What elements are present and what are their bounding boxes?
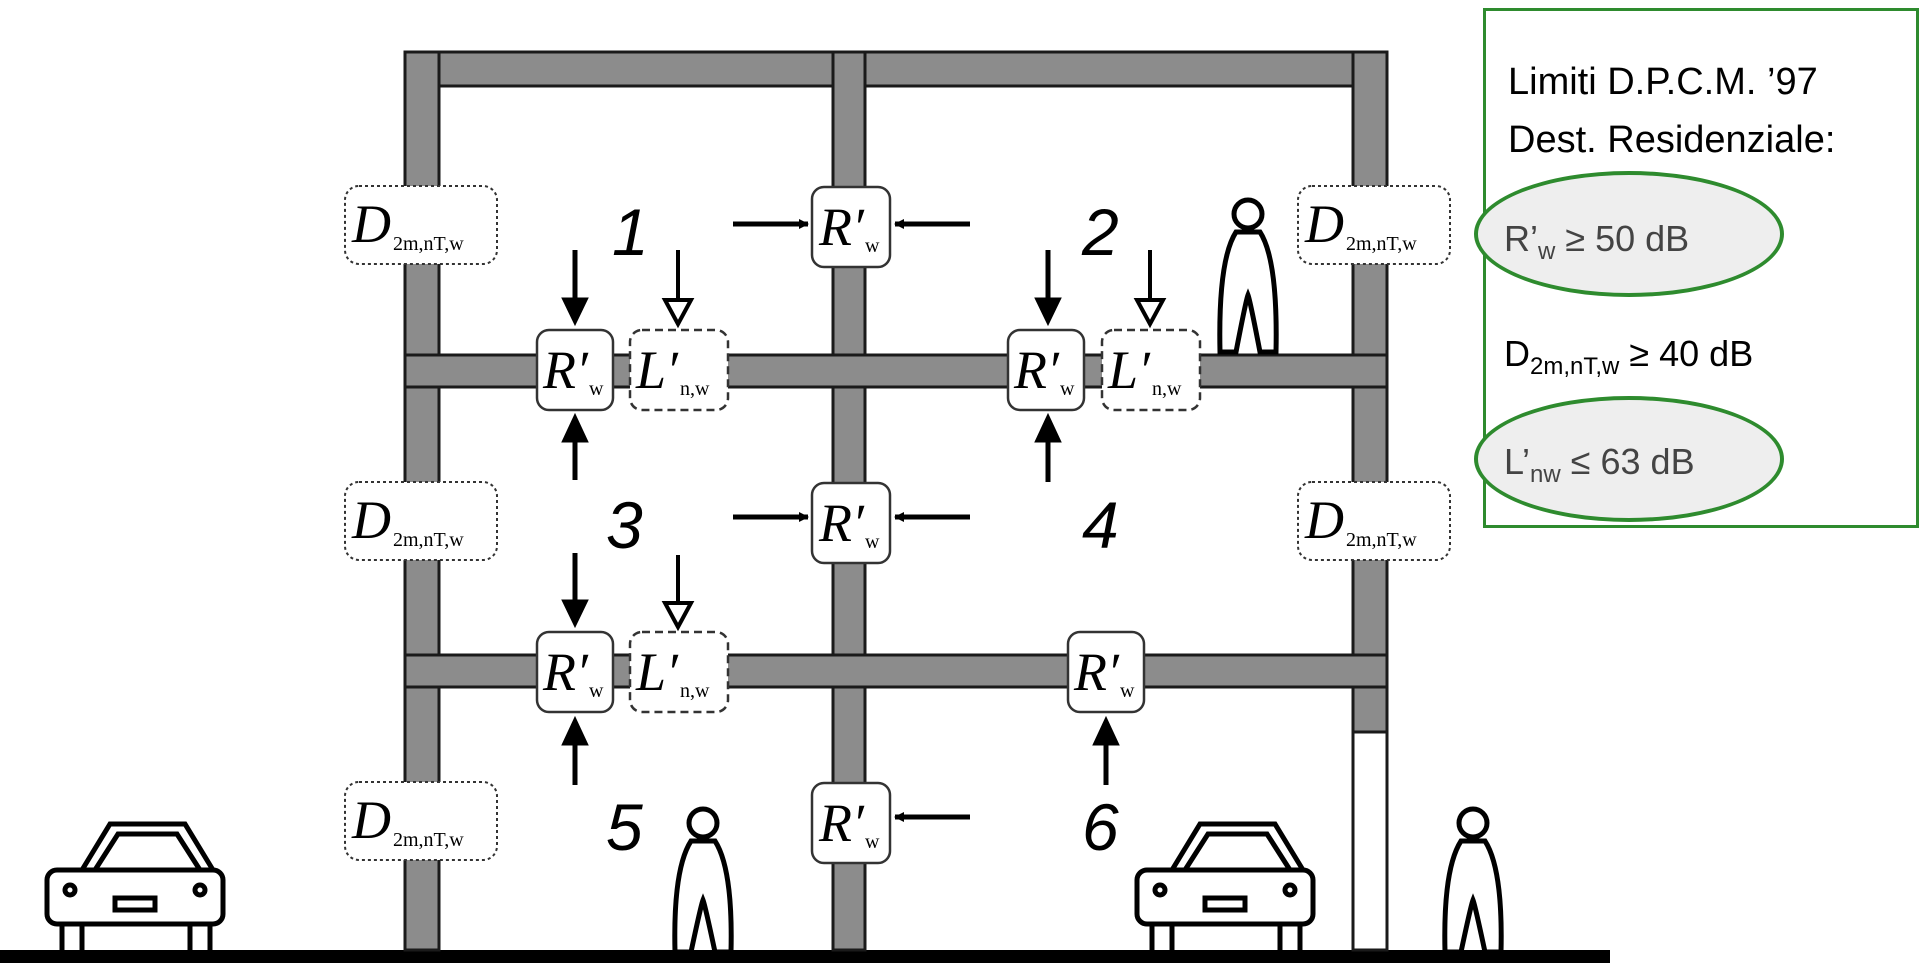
impact-symbol: L′ — [635, 340, 679, 400]
room-number: 3 — [606, 488, 643, 562]
arrow-up-head — [1034, 412, 1062, 443]
facade-subscript: 2m,nT,w — [1346, 529, 1417, 551]
limit-airborne-symbol: R’ — [1504, 218, 1538, 259]
impact-noise-label: L′ n,w — [628, 328, 730, 412]
airborne-subscript: w — [1120, 680, 1135, 702]
facade-subscript: 2m,nT,w — [393, 829, 464, 851]
impact-arrow-head — [661, 298, 695, 329]
facade-symbol: D — [351, 194, 391, 254]
arrow-up-head — [561, 715, 589, 746]
facade-label: D 2m,nT,w — [344, 185, 498, 265]
airborne-insulation-label: R′ w — [810, 781, 892, 865]
limit-impact-value: ≤ 63 dB — [1560, 441, 1695, 482]
airborne-insulation-label: R′ w — [1066, 630, 1146, 714]
facade-symbol: D — [1304, 490, 1344, 550]
airborne-insulation-label: R′ w — [810, 481, 892, 565]
airborne-symbol: R′ — [1073, 642, 1120, 702]
limit-facade-value: ≥ 40 dB — [1619, 333, 1754, 374]
limit-impact: L’nw ≤ 63 dB — [1504, 441, 1695, 489]
facade-subscript: 2m,nT,w — [393, 233, 464, 255]
floor-arrows — [561, 250, 1120, 785]
room-number: 5 — [606, 790, 643, 864]
airborne-symbol: R′ — [1013, 340, 1060, 400]
impact-arrow-head — [1133, 298, 1167, 329]
limit-impact-subscript: nw — [1530, 461, 1561, 489]
airborne-symbol: R′ — [818, 197, 865, 257]
impact-arrows — [661, 250, 1167, 632]
limits-panel: Limiti D.P.C.M. ’97 Dest. Residenziale: … — [1474, 8, 1919, 528]
room-number: 1 — [612, 195, 649, 269]
ground-floor-door-jamb — [1351, 730, 1389, 952]
airborne-subscript: w — [589, 680, 604, 702]
highlight-ellipse-l — [1474, 396, 1784, 522]
limit-facade-symbol: D — [1504, 333, 1530, 374]
arrow-up-head — [561, 412, 589, 443]
limit-airborne-subscript: w — [1538, 238, 1556, 266]
airborne-insulation-label: R′ w — [1006, 328, 1086, 412]
airborne-symbol: R′ — [542, 340, 589, 400]
airborne-symbol: R′ — [818, 793, 865, 853]
arrow-up-head — [1092, 715, 1120, 746]
facade-subscript: 2m,nT,w — [393, 529, 464, 551]
impact-noise-label: L′ n,w — [1100, 328, 1202, 412]
airborne-subscript: w — [1060, 378, 1075, 400]
airborne-insulation-label: R′ w — [535, 328, 615, 412]
airborne-subscript: w — [865, 831, 880, 853]
room-number: 2 — [1081, 195, 1119, 269]
airborne-symbol: R′ — [818, 493, 865, 553]
airborne-subscript: w — [865, 235, 880, 257]
facade-label: D 2m,nT,w — [344, 781, 498, 861]
room-number: 4 — [1082, 488, 1119, 562]
ground-line — [0, 950, 1610, 963]
car-icon — [44, 821, 226, 952]
roof-slab — [403, 50, 1389, 88]
airborne-insulation-label: R′ w — [535, 630, 615, 714]
limits-title-line2: Dest. Residenziale: — [1508, 119, 1836, 161]
facade-label: D 2m,nT,w — [1297, 481, 1451, 561]
impact-noise-label: L′ n,w — [628, 630, 730, 714]
facade-label: D 2m,nT,w — [344, 481, 498, 561]
impact-subscript: n,w — [1152, 378, 1182, 400]
airborne-arrows — [733, 219, 970, 822]
limit-airborne: R’w ≥ 50 dB — [1504, 218, 1689, 266]
arrow-down-head — [1034, 297, 1062, 327]
arrow-down-head — [561, 599, 589, 629]
limits-title: Limiti D.P.C.M. ’97 Dest. Residenziale: — [1508, 53, 1835, 169]
impact-arrow-head — [661, 601, 695, 632]
facade-label: D 2m,nT,w — [1297, 185, 1451, 265]
limit-facade: D2m,nT,w ≥ 40 dB — [1504, 333, 1753, 381]
airborne-insulation-label: R′ w — [810, 185, 892, 269]
right-wall — [1351, 50, 1389, 734]
facade-symbol: D — [351, 790, 391, 850]
limit-impact-symbol: L’ — [1504, 441, 1531, 482]
impact-symbol: L′ — [635, 642, 679, 702]
impact-symbol: L′ — [1107, 340, 1151, 400]
person-icon — [1442, 806, 1504, 955]
impact-subscript: n,w — [680, 680, 710, 702]
facade-subscript: 2m,nT,w — [1346, 233, 1417, 255]
facade-symbol: D — [351, 490, 391, 550]
person-icon — [672, 806, 734, 955]
airborne-symbol: R′ — [542, 642, 589, 702]
airborne-subscript: w — [865, 531, 880, 553]
limit-airborne-value: ≥ 50 dB — [1555, 218, 1690, 259]
car-icon — [1134, 821, 1316, 952]
facade-symbol: D — [1304, 194, 1344, 254]
impact-subscript: n,w — [680, 378, 710, 400]
highlight-ellipse-r — [1474, 171, 1784, 297]
airborne-subscript: w — [589, 378, 604, 400]
room-number: 6 — [1082, 790, 1119, 864]
limit-facade-subscript: 2m,nT,w — [1530, 353, 1620, 381]
limits-title-line1: Limiti D.P.C.M. ’97 — [1508, 61, 1818, 103]
arrow-down-head — [561, 297, 589, 327]
person-icon — [1217, 197, 1279, 355]
